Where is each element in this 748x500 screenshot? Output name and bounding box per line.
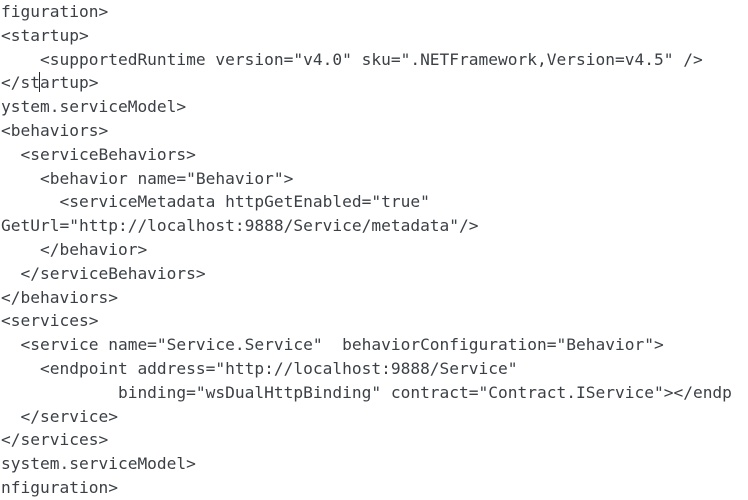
text-cursor (38, 72, 41, 92)
code-line[interactable]: nfiguration> (1, 477, 118, 497)
code-line[interactable]: <serviceMetadata httpGetEnabled="true" (1, 192, 430, 212)
code-line[interactable]: ystem.serviceModel> (1, 97, 187, 117)
code-line[interactable]: <serviceBehaviors> (1, 144, 196, 164)
code-line[interactable]: binding="wsDualHttpBinding" contract="Co… (1, 382, 732, 402)
code-line[interactable]: </startup> (1, 73, 99, 93)
code-line[interactable]: </services> (1, 430, 109, 450)
code-line[interactable]: <behaviors> (1, 120, 109, 140)
code-line[interactable]: <behavior name="Behavior"> (1, 168, 294, 188)
code-line[interactable]: <endpoint address="http://localhost:9888… (1, 358, 518, 378)
code-line[interactable]: <supportedRuntime version="v4.0" sku=".N… (1, 49, 703, 69)
code-line[interactable]: </serviceBehaviors> (1, 263, 206, 283)
code-line[interactable]: <service name="Service.Service" behavior… (1, 335, 664, 355)
code-line[interactable]: </service> (1, 406, 118, 426)
code-line[interactable]: <startup> (1, 25, 89, 45)
code-line[interactable]: <services> (1, 311, 99, 331)
code-line[interactable]: </behaviors> (1, 287, 118, 307)
code-line[interactable]: system.serviceModel> (1, 454, 196, 474)
code-line[interactable]: </behavior> (1, 239, 148, 259)
code-line[interactable]: figuration> (1, 2, 109, 21)
code-line[interactable]: GetUrl="http://localhost:9888/Service/me… (1, 216, 479, 236)
